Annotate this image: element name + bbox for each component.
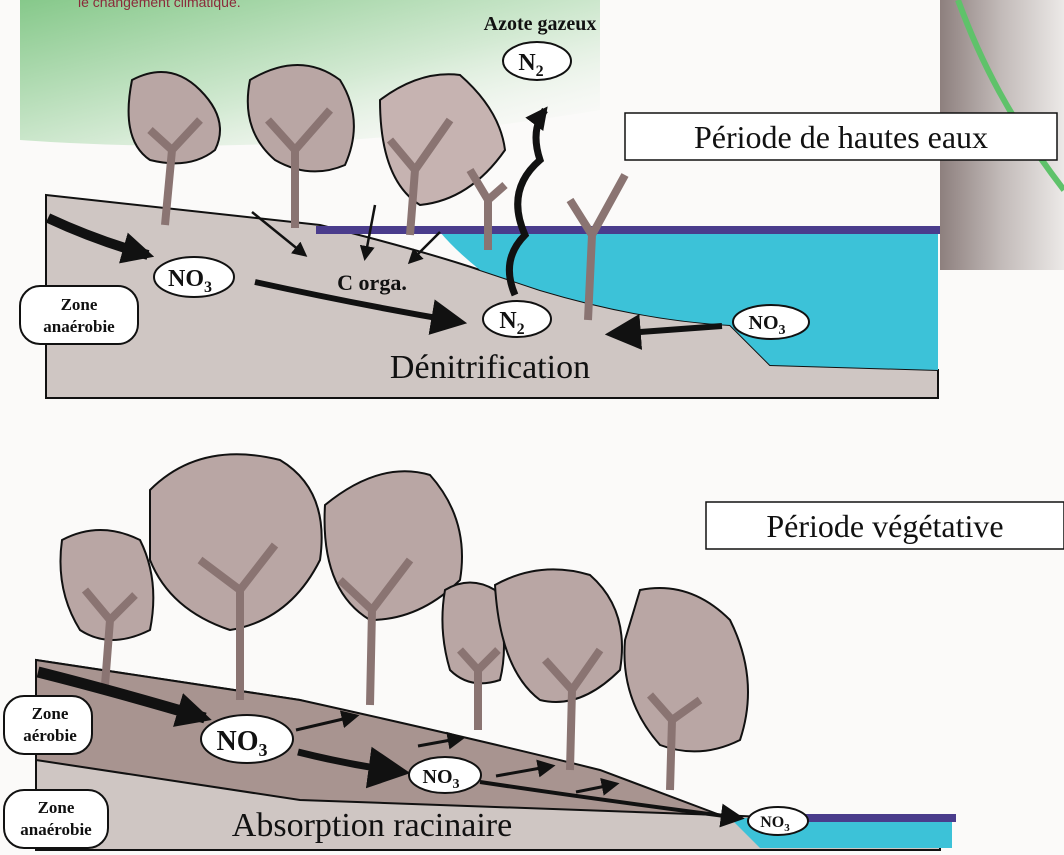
- gas-label: Azote gazeux: [484, 13, 597, 35]
- caption-text: le changement climatique.: [78, 0, 241, 10]
- bottom-zone-anaerobie-line2: anaérobie: [20, 820, 92, 839]
- c-orga-label: C orga.: [337, 270, 407, 295]
- top-tree-2: [248, 65, 354, 228]
- top-title: Période de hautes eaux: [694, 119, 988, 155]
- top-zone-line1: Zone: [61, 295, 98, 314]
- bottom-tree-3: [325, 471, 462, 705]
- bottom-zone-aerobie-line2: aérobie: [23, 726, 77, 745]
- top-zone-line2: anaérobie: [43, 317, 115, 336]
- bottom-tree-4: [442, 583, 504, 731]
- bottom-tree-6: [624, 588, 748, 790]
- bottom-zone-anaerobie-line1: Zone: [38, 798, 75, 817]
- bottom-process-label: Absorption racinaire: [232, 807, 512, 844]
- bottom-tree-5: [495, 569, 622, 770]
- bottom-tree-2: [150, 454, 322, 700]
- bottom-zone-aerobie-line1: Zone: [32, 704, 69, 723]
- bottom-title: Période végétative: [766, 508, 1003, 544]
- top-process-label: Dénitrification: [390, 349, 590, 386]
- bottom-panel: Période végétative Zone aérobie Zone ana…: [4, 454, 1064, 850]
- bottom-tree-1: [60, 530, 153, 685]
